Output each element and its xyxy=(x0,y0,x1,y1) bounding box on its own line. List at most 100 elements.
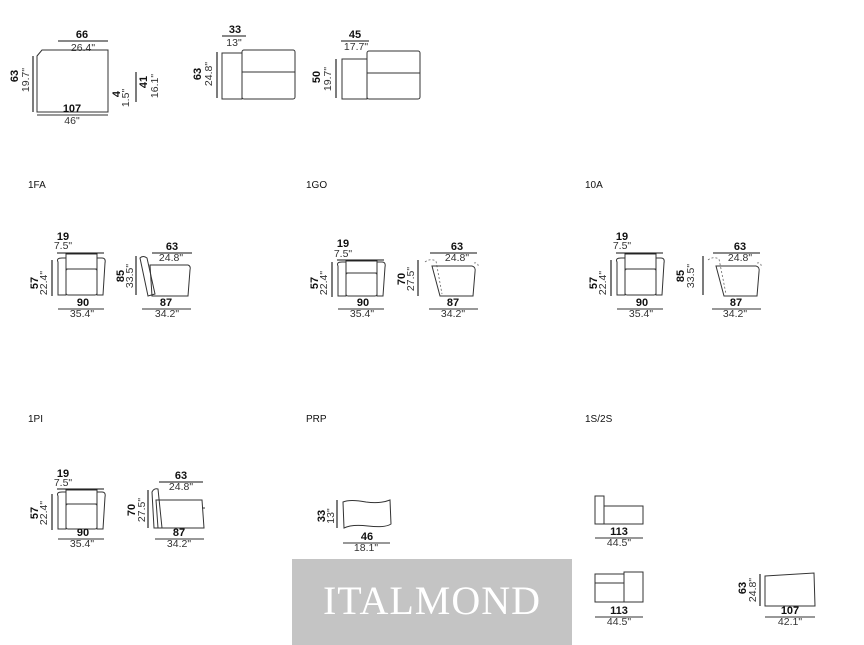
width-cm: 90 xyxy=(636,297,648,309)
side-seat xyxy=(149,264,191,297)
arm-cm: 19 xyxy=(337,238,349,250)
armchair-seat xyxy=(624,268,657,296)
arm-in: 7.5" xyxy=(613,240,632,252)
arm-cm: 19 xyxy=(616,231,628,243)
armchair-back xyxy=(65,253,98,270)
top-a-shape xyxy=(36,49,109,113)
s2-seat xyxy=(594,573,625,603)
s1-back xyxy=(594,495,605,525)
depth-cm: 87 xyxy=(447,297,459,309)
depth-in: 34.2" xyxy=(441,308,465,320)
back-cm: 63 xyxy=(175,470,187,482)
s1-width-cm: 113 xyxy=(610,526,628,538)
model-code: 10A xyxy=(585,180,603,191)
depth-in: 34.2" xyxy=(155,308,179,320)
model-code: 1S/2S xyxy=(585,414,613,425)
side-height-cm: 85 xyxy=(675,270,687,282)
top-unit-c: 45 17.7" 50 19.7" xyxy=(311,29,421,100)
height-in: 22.4" xyxy=(597,271,609,295)
model-1go: 1GO 19 7.5" 57 22.4" 90 35.4" 63 24.8" 7… xyxy=(306,180,479,320)
side-seat xyxy=(715,265,760,297)
width-cm: 90 xyxy=(77,527,89,539)
back-in: 24.8" xyxy=(728,252,752,264)
prp-width-in: 18.1" xyxy=(354,542,378,554)
side-arm-dashed xyxy=(756,262,762,269)
side-height-cm: 70 xyxy=(396,273,408,285)
top-c-width-in: 17.7" xyxy=(344,41,368,53)
back-cm: 63 xyxy=(166,241,178,253)
height-cm: 57 xyxy=(29,507,41,519)
armchair-right-arm xyxy=(655,257,665,296)
top-unit-b: 33 13" 63 24.8" xyxy=(192,24,296,100)
top-a-height-in: 19.7" xyxy=(20,68,32,92)
model-code: PRP xyxy=(306,414,327,425)
top-c-seat xyxy=(366,50,421,100)
armchair-back xyxy=(345,260,378,274)
armchair-seat xyxy=(65,503,98,530)
height-in: 22.4" xyxy=(318,271,330,295)
s3-shape xyxy=(764,572,816,607)
armchair-back xyxy=(65,489,98,505)
depth-in: 34.2" xyxy=(723,308,747,320)
top-a-r2-in: 16.1" xyxy=(149,74,161,98)
top-a-width-in: 26.4" xyxy=(71,42,95,54)
model-1fa: 1FA 19 7.5" 57 22.4" 90 35.4" 63 24.8" 8… xyxy=(28,180,192,320)
width-cm: 90 xyxy=(77,297,89,309)
watermark: ITALMOND xyxy=(292,559,572,645)
back-in: 24.8" xyxy=(159,252,183,264)
model-1pi: 1PI 19 7.5" 57 22.4" 90 35.4" 63 24.8" 7… xyxy=(28,414,205,550)
armchair-left-arm xyxy=(57,491,67,530)
top-b-height-cm: 63 xyxy=(192,68,204,80)
side-back xyxy=(139,256,156,297)
s2-width-in: 44.5" xyxy=(607,616,631,628)
model-code: 1GO xyxy=(306,180,327,191)
prp-cushion xyxy=(342,499,392,529)
top-b-height-in: 24.8" xyxy=(203,62,215,86)
top-a-r1-cm: 4 xyxy=(111,90,123,97)
width-in: 35.4" xyxy=(629,308,653,320)
width-in: 35.4" xyxy=(70,308,94,320)
back-in: 24.8" xyxy=(445,252,469,264)
s2-width-cm: 113 xyxy=(610,605,628,617)
top-c-height-in: 19.7" xyxy=(322,67,334,91)
back-cm: 63 xyxy=(734,241,746,253)
top-b-width-cm: 33 xyxy=(229,24,241,36)
top-a-r2-cm: 41 xyxy=(138,76,150,88)
side-back-dashed xyxy=(707,257,727,295)
watermark-text: ITALMOND xyxy=(323,578,541,623)
s2-back xyxy=(623,571,644,603)
s1-seat xyxy=(603,505,644,525)
armchair-left-arm xyxy=(616,257,626,296)
height-cm: 57 xyxy=(588,277,600,289)
depth-cm: 87 xyxy=(173,527,185,539)
top-a-base-cm: 107 xyxy=(63,103,81,115)
depth-in: 34.2" xyxy=(167,538,191,550)
prp-width-cm: 46 xyxy=(361,531,373,543)
armchair-right-arm xyxy=(376,261,386,297)
armchair-seat xyxy=(65,268,98,296)
arm-in: 7.5" xyxy=(54,477,73,489)
armchair-left-arm xyxy=(57,257,67,296)
top-a-r1-in: 1.5" xyxy=(120,89,132,108)
model-1s-2s: 1S/2S 113 44.5" 113 44.5" 63 24.8" 107 4… xyxy=(585,414,816,628)
height-in: 22.4" xyxy=(38,271,50,295)
top-c-width-cm: 45 xyxy=(349,29,361,41)
side-height-in: 27.5" xyxy=(405,267,417,291)
arm-in: 7.5" xyxy=(334,248,353,260)
side-height-cm: 70 xyxy=(126,504,138,516)
width-in: 35.4" xyxy=(70,538,94,550)
top-b-width-in: 13" xyxy=(226,37,242,49)
side-back xyxy=(151,488,163,529)
prp-height-in: 13" xyxy=(325,508,337,524)
arm-cm: 19 xyxy=(57,468,69,480)
top-b-arm xyxy=(221,52,243,100)
model-code: 1FA xyxy=(28,180,46,191)
side-height-in: 33.5" xyxy=(124,264,136,288)
armchair-back xyxy=(624,253,657,270)
side-height-in: 27.5" xyxy=(136,498,148,522)
side-back-dashed xyxy=(424,259,443,295)
prp-height-cm: 33 xyxy=(316,510,328,522)
side-seat xyxy=(431,265,476,297)
model-10a: 10A 19 7.5" 57 22.4" 90 35.4" 63 24.8" 8… xyxy=(585,180,762,320)
